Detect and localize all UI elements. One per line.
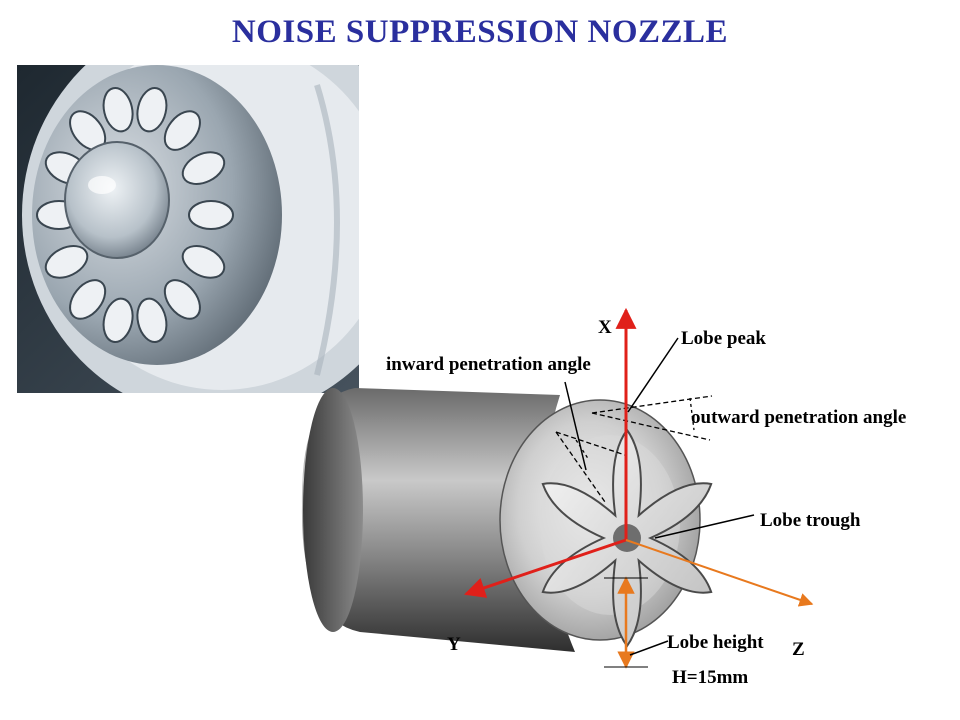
penetration-angle-lines: [555, 395, 713, 503]
photo-lobe: [163, 279, 201, 320]
lobe-trough-label: Lobe trough: [760, 510, 861, 531]
photo-lobe: [181, 151, 226, 185]
axis-z-arrow: [625, 539, 814, 607]
inward-angle-label: inward penetration angle: [386, 354, 591, 375]
photo-lobe: [181, 245, 226, 279]
lobe-height-value: H=15mm: [672, 667, 748, 688]
axis-z-label: Z: [792, 639, 805, 660]
photo-lobe: [136, 87, 168, 133]
photo-lobe: [102, 87, 134, 133]
lobe-peak-label: Lobe peak: [681, 328, 766, 349]
photo-lobe: [163, 110, 201, 151]
lobe-height-label: Lobe height: [667, 632, 764, 653]
photo-lobe: [136, 297, 168, 343]
axis-y-arrow: [464, 538, 627, 598]
nozzle-body: [301, 388, 575, 652]
photo-lobe: [188, 200, 234, 230]
page-title: NOISE SUPPRESSION NOZZLE: [231, 14, 729, 50]
axis-y-label: Y: [447, 634, 461, 655]
axis-x-label: X: [598, 317, 612, 338]
photo-lobe: [102, 297, 134, 343]
nozzle-photo: [17, 65, 359, 393]
photo-lobe: [44, 245, 89, 279]
outward-angle-label: outward penetration angle: [691, 407, 906, 428]
axes: [464, 307, 814, 669]
leader-lines: [564, 337, 755, 656]
photo-lobe: [69, 279, 107, 320]
